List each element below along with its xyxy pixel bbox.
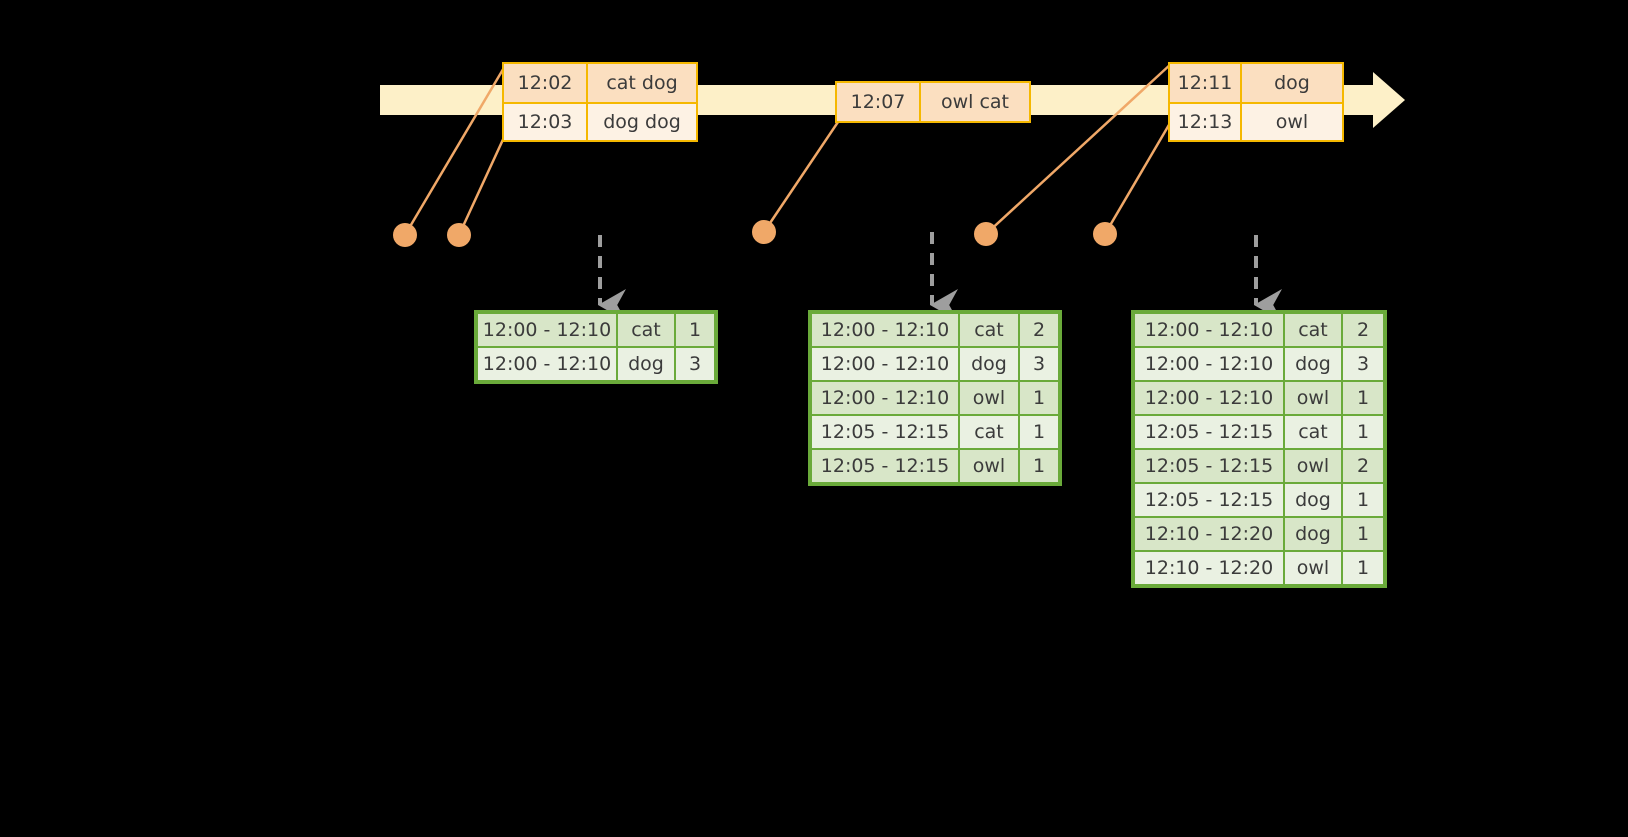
table-cell-count: 2 bbox=[1019, 313, 1059, 347]
table-cell-window: 12:05 - 12:15 bbox=[811, 415, 959, 449]
marker-12-03 bbox=[447, 223, 471, 247]
table-cell-count: 1 bbox=[1019, 449, 1059, 483]
table-cell-word: owl bbox=[1284, 449, 1342, 483]
table-cell-word: owl bbox=[959, 381, 1019, 415]
table-cell-count: 3 bbox=[675, 347, 715, 381]
event-time: 12:07 bbox=[837, 83, 921, 121]
event-time: 12:11 bbox=[1170, 64, 1242, 102]
table-cell-count: 1 bbox=[1342, 415, 1384, 449]
event-words: owl cat bbox=[921, 83, 1029, 121]
table-cell-window: 12:00 - 12:10 bbox=[477, 313, 617, 347]
table-cell-count: 1 bbox=[1342, 551, 1384, 585]
event-words: cat dog bbox=[588, 64, 696, 102]
marker-12-11 bbox=[974, 222, 998, 246]
table-cell-window: 12:10 - 12:20 bbox=[1134, 551, 1284, 585]
table-cell-word: cat bbox=[959, 313, 1019, 347]
table-cell-count: 1 bbox=[1019, 415, 1059, 449]
table-cell-count: 3 bbox=[1019, 347, 1059, 381]
marker-12-02 bbox=[393, 223, 417, 247]
table-cell-window: 12:05 - 12:15 bbox=[1134, 449, 1284, 483]
marker-12-13 bbox=[1093, 222, 1117, 246]
table-cell-window: 12:00 - 12:10 bbox=[811, 313, 959, 347]
connector-12-13 bbox=[1103, 117, 1175, 235]
event-words: dog dog bbox=[588, 104, 696, 140]
table-cell-count: 1 bbox=[1342, 483, 1384, 517]
table-cell-window: 12:00 - 12:10 bbox=[811, 381, 959, 415]
table-cell-window: 12:00 - 12:10 bbox=[477, 347, 617, 381]
table-cell-window: 12:05 - 12:15 bbox=[1134, 415, 1284, 449]
table-cell-word: owl bbox=[1284, 381, 1342, 415]
connector-12-02 bbox=[403, 65, 507, 236]
event-words: owl bbox=[1242, 104, 1342, 140]
timeline-arrow-icon bbox=[1373, 72, 1405, 128]
table-cell-window: 12:05 - 12:15 bbox=[811, 449, 959, 483]
table-cell-window: 12:05 - 12:15 bbox=[1134, 483, 1284, 517]
table-cell-count: 3 bbox=[1342, 347, 1384, 381]
table-cell-word: dog bbox=[1284, 517, 1342, 551]
table-cell-word: dog bbox=[1284, 483, 1342, 517]
table-cell-window: 12:00 - 12:10 bbox=[1134, 381, 1284, 415]
table-cell-word: cat bbox=[959, 415, 1019, 449]
table-cell-window: 12:00 - 12:10 bbox=[811, 347, 959, 381]
event-time: 12:13 bbox=[1170, 104, 1242, 140]
table-cell-word: cat bbox=[617, 313, 675, 347]
table-cell-word: cat bbox=[1284, 313, 1342, 347]
table-cell-word: cat bbox=[1284, 415, 1342, 449]
table-cell-count: 1 bbox=[1342, 381, 1384, 415]
table-cell-count: 1 bbox=[1019, 381, 1059, 415]
connector-12-11 bbox=[985, 62, 1173, 235]
table-cell-window: 12:00 - 12:10 bbox=[1134, 347, 1284, 381]
table-cell-word: dog bbox=[959, 347, 1019, 381]
table-cell-word: dog bbox=[1284, 347, 1342, 381]
table-cell-count: 2 bbox=[1342, 449, 1384, 483]
event-time: 12:02 bbox=[504, 64, 588, 102]
event-words: dog bbox=[1242, 64, 1342, 102]
table-cell-word: owl bbox=[959, 449, 1019, 483]
table-cell-count: 2 bbox=[1342, 313, 1384, 347]
marker-12-07 bbox=[752, 220, 776, 244]
table-cell-window: 12:00 - 12:10 bbox=[1134, 313, 1284, 347]
table-cell-word: owl bbox=[1284, 551, 1342, 585]
table-cell-window: 12:10 - 12:20 bbox=[1134, 517, 1284, 551]
table-cell-count: 1 bbox=[1342, 517, 1384, 551]
table-cell-word: dog bbox=[617, 347, 675, 381]
event-time: 12:03 bbox=[504, 104, 588, 140]
connector-12-07 bbox=[762, 118, 842, 233]
table-cell-count: 1 bbox=[675, 313, 715, 347]
